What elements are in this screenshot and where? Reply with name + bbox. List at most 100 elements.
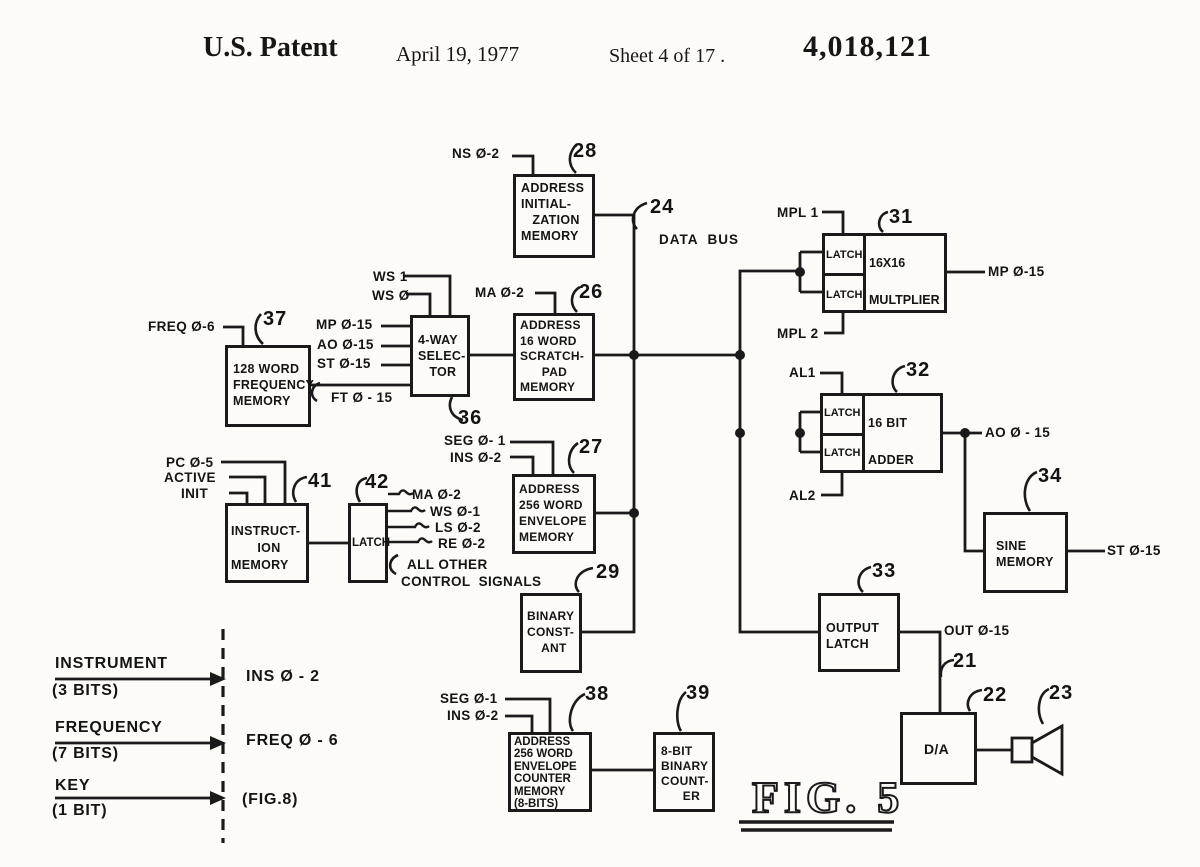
block-16-word-scratchpad-memory: ADDRESS 16 WORD SCRATCH- PAD MEMORY (513, 313, 595, 401)
block-text: 4-WAY SELEC- TOR (418, 332, 466, 380)
block-text: BINARY CONST- ANT (527, 608, 574, 656)
block-binary-constant: BINARY CONST- ANT (520, 593, 582, 673)
speaker-icon (1012, 726, 1062, 774)
wires (221, 156, 1105, 770)
label-mp-0-15-in: MP Ø-15 (316, 318, 373, 332)
label-all-other: ALL OTHER (407, 558, 488, 572)
block-text: OUTPUT LATCH (826, 620, 879, 652)
block-text: 16X16 MULTPLIER (869, 245, 940, 319)
label-ws0: WS Ø (372, 289, 410, 303)
label-control-signals: CONTROL SIGNALS (401, 575, 541, 589)
label-mpl2: MPL 2 (777, 327, 819, 341)
ref-28: 28 (573, 140, 597, 163)
block-latch-42: LATCH (348, 503, 388, 583)
latch-bottom-label: LATCH (824, 445, 860, 461)
block-text: ADDRESS 256 WORD ENVELOPE COUNTER MEMORY… (514, 736, 577, 810)
block-text: SINE MEMORY (996, 538, 1054, 570)
label-instrument-bits: (3 BITS) (52, 683, 119, 700)
block-128-word-frequency-memory: 128 WORD FREQUENCY MEMORY (225, 345, 311, 427)
label-key: KEY (55, 778, 90, 795)
label-st-0-15-out: ST Ø-15 (1107, 544, 1161, 558)
ref-29: 29 (596, 561, 620, 584)
label-ls-0-2-out: LS Ø-2 (435, 521, 481, 535)
label-ins-bus: INS Ø - 2 (246, 669, 320, 686)
label-frequency: FREQUENCY (55, 720, 163, 737)
block-text: LATCH (352, 535, 390, 551)
block-16x16-multiplier: LATCH LATCH 16X16 MULTPLIER (822, 233, 947, 313)
ref-34: 34 (1038, 465, 1062, 488)
label-ws1: WS 1 (373, 270, 408, 284)
label-key-bits: (1 BIT) (52, 803, 107, 820)
block-text: 16 BIT ADDER (868, 405, 914, 479)
figure-label: FIG. 5 (752, 773, 904, 822)
label-ins-0-2-counter: INS Ø-2 (447, 709, 499, 723)
label-active: ACTIVE (164, 471, 216, 485)
label-data-bus: DATA BUS (659, 233, 739, 247)
ref-27: 27 (579, 436, 603, 459)
label-freq-0-6: FREQ Ø-6 (148, 320, 215, 334)
divider (862, 396, 865, 470)
label-ao-0-15-in: AO Ø-15 (317, 338, 374, 352)
figure-underline (739, 822, 894, 830)
label-instrument: INSTRUMENT (55, 656, 168, 673)
ref-24: 24 (650, 196, 674, 219)
block-16-bit-adder: LATCH LATCH 16 BIT ADDER (820, 393, 943, 473)
label-ma-0-2-out: MA Ø-2 (412, 488, 461, 502)
label-frequency-bits: (7 BITS) (52, 746, 119, 763)
ref-31: 31 (889, 206, 913, 229)
label-mp-0-15-out: MP Ø-15 (988, 265, 1045, 279)
ref-33: 33 (872, 560, 896, 583)
block-text: ADDRESS 256 WORD ENVELOPE MEMORY (519, 481, 587, 545)
label-seg-0-1-envelope: SEG Ø- 1 (444, 434, 506, 448)
block-256-word-envelope-counter-memory: ADDRESS 256 WORD ENVELOPE COUNTER MEMORY… (508, 732, 592, 812)
ref-37: 37 (263, 308, 287, 331)
latch-top-label: LATCH (826, 247, 862, 263)
label-al2: AL2 (789, 489, 816, 503)
block-text: 8-BIT BINARY COUNT- ER (661, 744, 709, 804)
ref-38: 38 (585, 683, 609, 706)
label-ft-0-15: FT Ø - 15 (331, 391, 392, 405)
block-text: ADDRESS INITIAL- ZATION MEMORY (521, 180, 584, 244)
ref-22: 22 (983, 684, 1007, 707)
ref-36: 36 (458, 407, 482, 430)
block-d-a-converter: D/A (900, 712, 977, 785)
label-ins-0-2-envelope: INS Ø-2 (450, 451, 502, 465)
block-text: ADDRESS 16 WORD SCRATCH- PAD MEMORY (520, 318, 584, 396)
ref-41: 41 (308, 470, 332, 493)
label-key-fig8: (FIG.8) (242, 792, 298, 809)
ref-39: 39 (686, 682, 710, 705)
block-text: INSTRUCT- ION MEMORY (231, 523, 300, 574)
block-output-latch: OUTPUT LATCH (818, 593, 900, 672)
block-8-bit-binary-counter: 8-BIT BINARY COUNT- ER (653, 732, 715, 812)
divider (863, 236, 866, 310)
label-ns-0-2: NS Ø-2 (452, 147, 499, 161)
label-out-0-15: OUT Ø-15 (944, 624, 1009, 638)
block-text: D/A (924, 741, 949, 757)
latch-bottom-label: LATCH (826, 287, 862, 303)
latch-top-label: LATCH (824, 405, 860, 421)
block-address-initialization-memory: ADDRESS INITIAL- ZATION MEMORY (513, 174, 595, 258)
label-st-0-15-in: ST Ø-15 (317, 357, 371, 371)
divider (825, 273, 863, 276)
label-al1: AL1 (789, 366, 816, 380)
label-re-0-2-out: RE Ø-2 (438, 537, 485, 551)
block-sine-memory: SINE MEMORY (983, 512, 1068, 593)
ref-21: 21 (953, 650, 977, 673)
ref-32: 32 (906, 359, 930, 382)
ref-42: 42 (365, 471, 389, 494)
label-pc-0-5: PC Ø-5 (166, 456, 213, 470)
label-seg-0-1-counter: SEG Ø-1 (440, 692, 498, 706)
block-4-way-selector: 4-WAY SELEC- TOR (410, 315, 470, 397)
ref-23: 23 (1049, 682, 1073, 705)
label-ma-0-2-scratchpad: MA Ø-2 (475, 286, 524, 300)
divider (823, 433, 862, 436)
label-mpl1: MPL 1 (777, 206, 819, 220)
label-ws-0-1-out: WS Ø-1 (430, 505, 480, 519)
block-text: 128 WORD FREQUENCY MEMORY (233, 361, 314, 409)
block-instruction-memory: INSTRUCT- ION MEMORY (225, 503, 309, 583)
block-256-word-envelope-memory: ADDRESS 256 WORD ENVELOPE MEMORY (512, 474, 596, 554)
label-freq-bus: FREQ Ø - 6 (246, 733, 338, 750)
label-init: INIT (181, 487, 208, 501)
label-ao-0-15-out: AO Ø - 15 (985, 426, 1050, 440)
